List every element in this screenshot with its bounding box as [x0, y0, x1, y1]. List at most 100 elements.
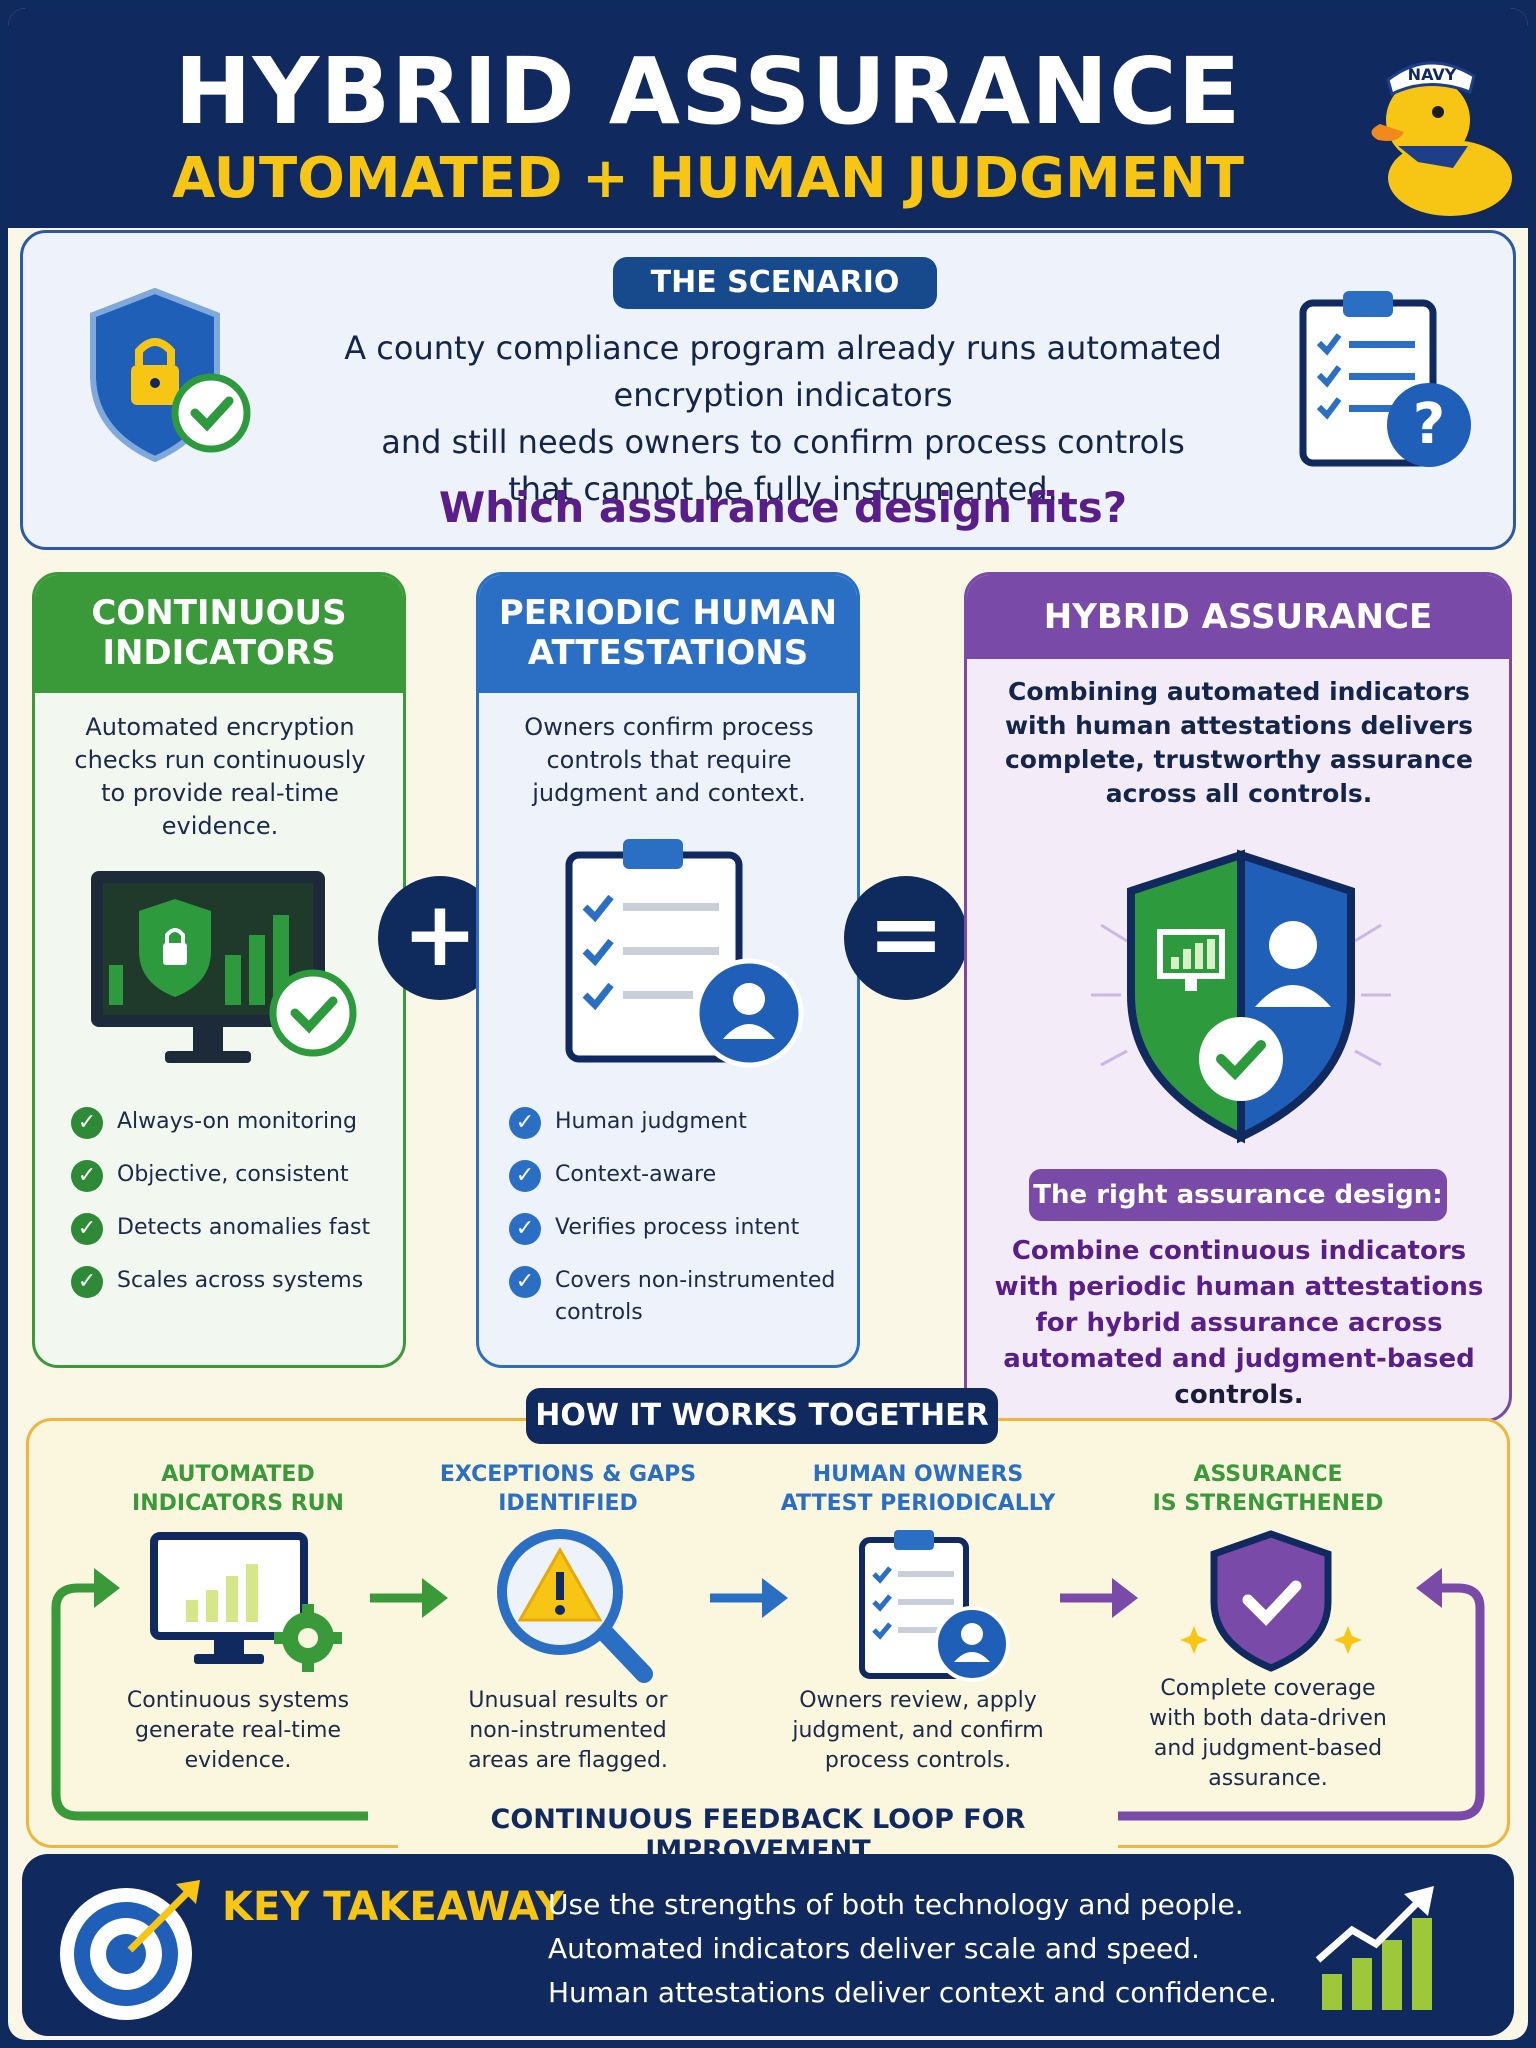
- hybrid-shield-icon: [1091, 849, 1391, 1144]
- scenario-panel: THE SCENARIO A county compliance program…: [20, 230, 1516, 550]
- title-line: AUTOMATED: [161, 1462, 315, 1487]
- header-banner: [8, 8, 1528, 228]
- desc-line: Unusual results or: [468, 1688, 668, 1713]
- desc-line: Continuous systems: [126, 1688, 350, 1713]
- title-line: INDICATORS: [102, 633, 336, 673]
- right-design-label: The right assurance design:: [1029, 1169, 1447, 1221]
- desc-line: and judgment-based: [1153, 1736, 1383, 1761]
- monitor-shield-icon: [91, 871, 357, 1063]
- desc-line: Owners review, apply: [799, 1688, 1037, 1713]
- check-icon: ✓: [71, 1213, 103, 1245]
- takeaway-line: Human attestations deliver context and c…: [548, 1976, 1278, 2009]
- desc-line: Owners confirm process: [524, 713, 814, 741]
- bullet-text: Covers non-instrumented: [555, 1268, 836, 1293]
- desc-line: evidence.: [184, 1748, 292, 1773]
- step-exceptions-description: Unusual results or non-instrumented area…: [438, 1686, 698, 1776]
- bullet-text: Context-aware: [555, 1162, 717, 1187]
- periodic-card-description: Owners confirm process controls that req…: [489, 711, 849, 810]
- desc-line: with both data-driven: [1149, 1706, 1387, 1731]
- magnifier-warning-icon: [497, 1529, 653, 1683]
- conclusion-line: with periodic human attestations: [994, 1272, 1484, 1302]
- title-line: IS STRENGTHENED: [1152, 1491, 1384, 1516]
- title-line: IDENTIFIED: [498, 1491, 638, 1516]
- title-line: ASSURANCE: [1193, 1462, 1343, 1487]
- step-exceptions-title: EXCEPTIONS & GAPS IDENTIFIED: [438, 1460, 698, 1518]
- step-human-owners-title: HUMAN OWNERS ATTEST PERIODICALLY: [778, 1460, 1058, 1518]
- bullet-text: Always-on monitoring: [117, 1109, 357, 1134]
- conclusion-line: controls.: [1174, 1380, 1304, 1410]
- key-takeaway-panel: [22, 1854, 1514, 2036]
- scenario-label: THE SCENARIO: [613, 257, 937, 309]
- periodic-card-title: PERIODIC HUMAN ATTESTATIONS: [479, 575, 857, 693]
- desc-line: across all controls.: [1105, 779, 1373, 808]
- clipboard-user-icon: [565, 839, 804, 1068]
- check-icon: ✓: [509, 1107, 541, 1139]
- title-line: INDICATORS RUN: [132, 1491, 344, 1516]
- duck-hat-label: NAVY: [1408, 65, 1457, 84]
- desc-line: evidence.: [161, 812, 279, 840]
- feedback-loop-arrows-icon: [51, 1568, 1485, 1821]
- continuous-card-title: CONTINUOUS INDICATORS: [35, 575, 403, 693]
- bullet-text: Objective, consistent: [117, 1162, 349, 1187]
- bullet-text: Detects anomalies fast: [117, 1215, 371, 1240]
- scenario-line: A county compliance program already runs…: [344, 329, 1222, 414]
- step-assurance-title: ASSURANCE IS STRENGTHENED: [1128, 1460, 1408, 1518]
- check-icon: ✓: [509, 1266, 541, 1298]
- hybrid-conclusion: Combine continuous indicators with perio…: [977, 1233, 1501, 1413]
- desc-line: to provide real-time: [101, 779, 339, 807]
- clipboard-question-icon: ?: [1299, 291, 1471, 467]
- desc-line: process controls.: [824, 1748, 1012, 1773]
- desc-line: complete, trustworthy assurance: [1004, 745, 1474, 774]
- takeaway-line: Automated indicators deliver scale and s…: [548, 1932, 1200, 1965]
- clipboard-owner-icon: [859, 1530, 1010, 1682]
- conclusion-line: automated and judgment-based: [1003, 1344, 1475, 1374]
- desc-line: assurance.: [1208, 1766, 1328, 1791]
- bullet-text: controls: [555, 1300, 643, 1325]
- how-it-works-label: HOW IT WORKS TOGETHER: [526, 1388, 998, 1444]
- desc-line: judgment and context.: [532, 779, 806, 807]
- strengthened-shield-icon: [1180, 1530, 1362, 1672]
- continuous-indicators-card: CONTINUOUS INDICATORS Automated encrypti…: [32, 572, 406, 1368]
- continuous-card-description: Automated encryption checks run continuo…: [45, 711, 395, 843]
- bullet-text: Human judgment: [555, 1109, 747, 1134]
- hybrid-assurance-card: HYBRID ASSURANCE Combining automated ind…: [964, 572, 1512, 1422]
- lock-shield-icon: [90, 287, 251, 463]
- bullet-text: Verifies process intent: [555, 1215, 800, 1240]
- scenario-line: that cannot be fully instrumented.: [508, 470, 1058, 508]
- desc-line: controls that require: [546, 746, 792, 774]
- page-subtitle: AUTOMATED + HUMAN JUDGMENT: [171, 146, 1245, 211]
- desc-line: generate real-time: [135, 1718, 341, 1743]
- infographic: HYBRID ASSURANCE AUTOMATED + HUMAN JUDGM…: [8, 8, 1528, 2040]
- title-line: ATTEST PERIODICALLY: [780, 1491, 1056, 1516]
- desc-line: with human attestations delivers: [1004, 711, 1474, 740]
- step-automated-description: Continuous systems generate real-time ev…: [108, 1686, 368, 1776]
- desc-line: non-instrumented: [469, 1718, 667, 1743]
- takeaway-line: Use the strengths of both technology and…: [548, 1888, 1244, 1921]
- title-line: ATTESTATIONS: [527, 633, 809, 673]
- step-automated-title: AUTOMATED INDICATORS RUN: [108, 1460, 368, 1518]
- conclusion-line: for hybrid assurance across: [1035, 1308, 1443, 1338]
- desc-line: judgment, and confirm: [792, 1718, 1044, 1743]
- title-line: HUMAN OWNERS: [812, 1462, 1024, 1487]
- hybrid-card-description: Combining automated indicators with huma…: [977, 675, 1501, 811]
- title-line: PERIODIC HUMAN: [498, 593, 838, 633]
- desc-line: Complete coverage: [1160, 1676, 1376, 1701]
- check-icon: ✓: [71, 1160, 103, 1192]
- hybrid-card-title: HYBRID ASSURANCE: [967, 575, 1509, 659]
- bullet-text: Scales across systems: [117, 1268, 364, 1293]
- title-line: CONTINUOUS: [91, 593, 347, 633]
- key-takeaway-title: KEY TAKEAWAY: [222, 1884, 565, 1930]
- desc-line: areas are flagged.: [468, 1748, 668, 1773]
- step-assurance-description: Complete coverage with both data-driven …: [1128, 1674, 1408, 1794]
- check-icon: ✓: [71, 1266, 103, 1298]
- check-icon: ✓: [509, 1160, 541, 1192]
- desc-line: Automated encryption: [85, 713, 355, 741]
- periodic-attestations-card: PERIODIC HUMAN ATTESTATIONS Owners confi…: [476, 572, 860, 1368]
- scenario-text: A county compliance program already runs…: [263, 325, 1303, 513]
- step-human-owners-description: Owners review, apply judgment, and confi…: [778, 1686, 1058, 1776]
- page-title: HYBRID ASSURANCE: [174, 38, 1242, 145]
- desc-line: Combining automated indicators: [1008, 677, 1470, 706]
- scenario-line: and still needs owners to confirm proces…: [381, 423, 1185, 461]
- monitor-gear-icon: [150, 1532, 342, 1672]
- growth-chart-icon: [1315, 1886, 1434, 2010]
